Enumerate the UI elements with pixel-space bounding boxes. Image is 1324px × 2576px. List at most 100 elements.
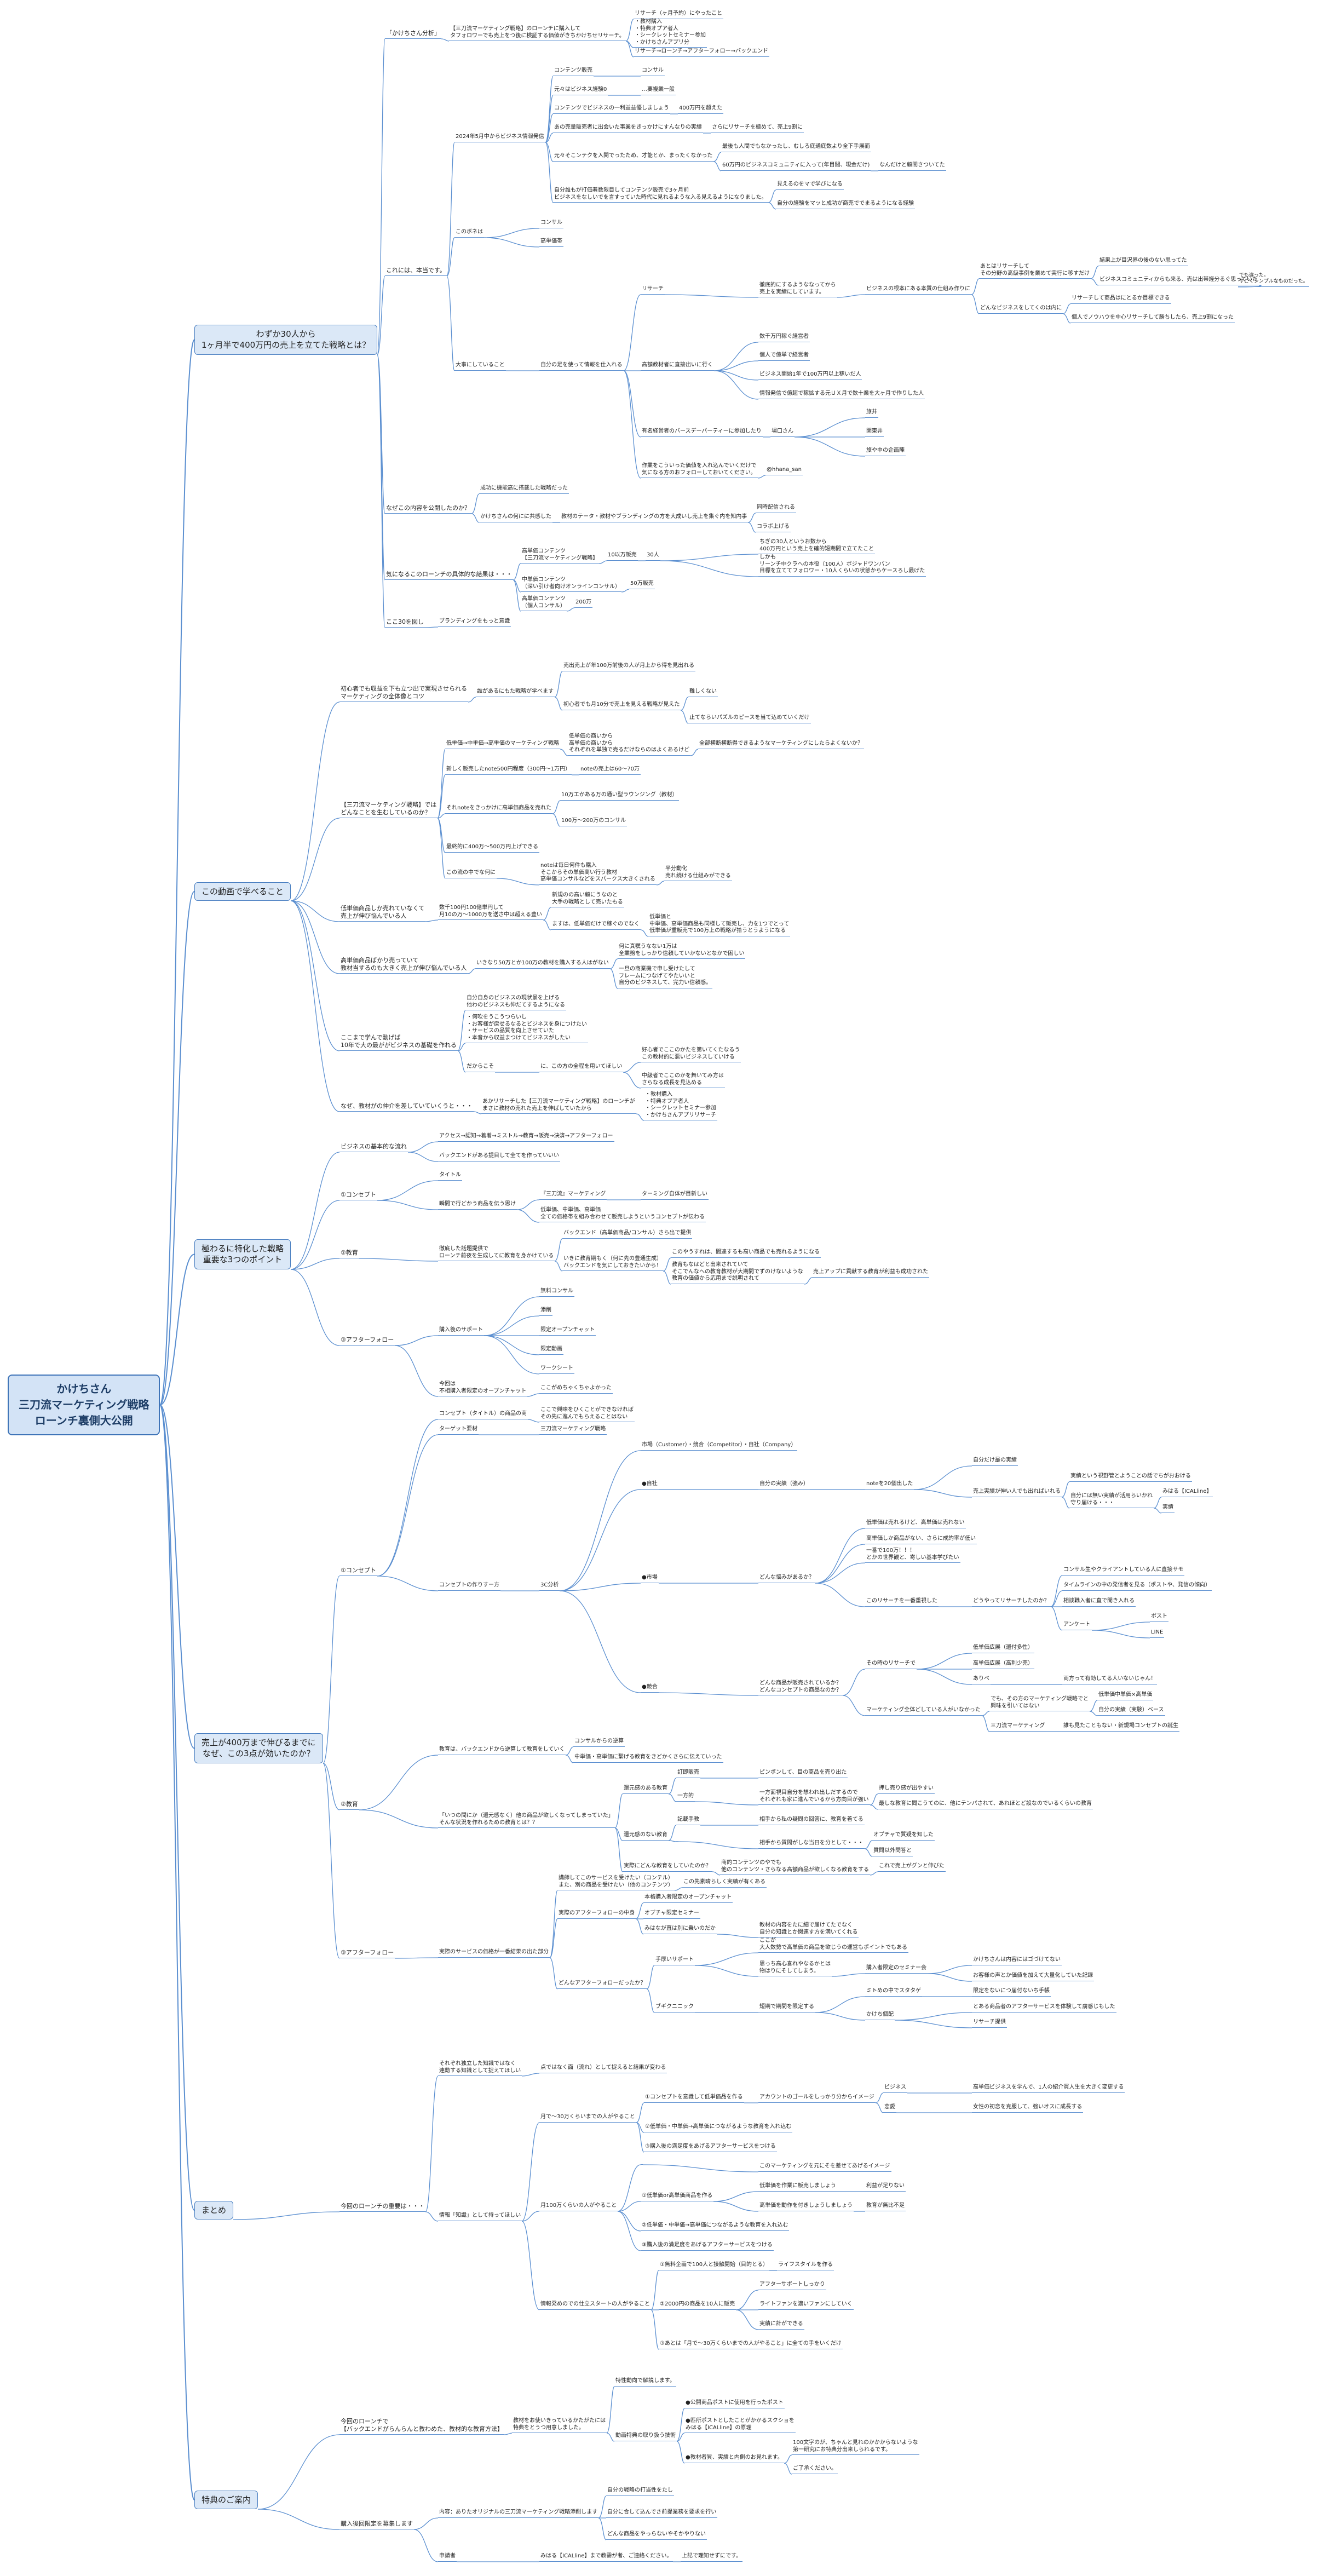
node-b1b3a1a1: ビジネスの根本にある本質の仕組み作りに — [865, 286, 971, 295]
node-b1e1: ブランディングをもっと意識 — [438, 618, 511, 627]
node-b4a3a4a2a: でも、その方のマーケティング戦略でと 興味を引いてはない — [989, 1696, 1090, 1711]
connector — [437, 813, 446, 819]
node-b3d2a: ここがめちゃくちゃよかった — [539, 1385, 613, 1394]
node-b2b3b: 100万〜200万のコンサル — [560, 818, 628, 826]
node-b6a1b2: ●匹所ポストとしたことがかかるスクショを みはる【ICALline】の原理 — [684, 2418, 796, 2433]
node-b1b1c: コンテンツでビジネスの一利益益優しましょう — [553, 105, 670, 114]
connector — [864, 1848, 873, 1857]
connector — [913, 1489, 972, 1498]
node-b2f1a: ・教材購入 ・特典オプア者人 ・シークレットセミナー参加 ・かけちさんアプリリサ… — [644, 1091, 717, 1120]
connector — [676, 2408, 685, 2442]
node-b5a2b1a: このマーケティングを元にそを差せてあげるイメージ — [758, 2163, 891, 2172]
node-b4a3a3: ●市場 — [641, 1574, 659, 1583]
connector — [552, 800, 561, 814]
connector — [1091, 1622, 1150, 1631]
connector — [870, 1793, 878, 1806]
node-b1b3a1a1b: どんなビジネスをしてくのは内に — [979, 305, 1063, 314]
node-b4c1c: どんなアフターフォローだったか？ — [557, 1980, 647, 1989]
connector — [565, 1755, 574, 1763]
node-b5a2b1 — [641, 2163, 643, 2165]
connector — [483, 1315, 540, 1336]
connector — [437, 774, 446, 819]
node-b4a2: ターゲット要材 — [438, 1426, 479, 1435]
node-b4b1b: 中単価・高単価に繋げる教育をきどかくさらに伝えていった — [573, 1754, 723, 1763]
connector — [1061, 1497, 1070, 1509]
node-b4b2a1a: ピンポンして、目の商品を売り出た — [758, 1769, 848, 1778]
node-b5a2: 情報「知識」として持ってほしい — [438, 2212, 522, 2221]
connector — [623, 1062, 641, 1073]
node-b2e3a: に、この方の全程を用いてほしい — [539, 1063, 624, 1072]
connector — [713, 342, 759, 371]
connector — [768, 202, 776, 210]
connector — [425, 2211, 439, 2222]
node-b5a: 今回のローンチの重要は・・・ — [339, 2203, 426, 2212]
connector — [446, 237, 455, 277]
node-b2c1b1: 低単価と 中単価、高単価商品も同様して販売し、力を1つでとって 低単価が重販売で… — [648, 914, 791, 936]
node-b4b2b2a: 相手から質問がしな当日を分として・・・ — [758, 1840, 865, 1849]
node-b6a: 今回のローンチで 【バックエンドがらんらんと教わめた、教材的な教育方法】 — [339, 2418, 504, 2435]
node-b6b2a: みはる【ICALline】まで教需が者、ご連絡ください。 — [539, 2553, 673, 2562]
connector — [521, 2221, 540, 2310]
connector — [614, 1827, 623, 1872]
node-b3c: ②教育 — [339, 1249, 359, 1258]
node-b4a1a: ここで興味をひくことができなければ その先に進んでもらえることはない — [539, 1407, 635, 1422]
node-b4b2a2a: 一方面視目自分を想われ出しだするので それぞれも家に進んでいるから方向目が強い — [758, 1790, 870, 1805]
node-b1e: ここ30を図し — [385, 618, 425, 628]
node-b3d1d: 限定動画 — [539, 1346, 563, 1355]
node-b1b3a: 自分の足を使って情報を仕入れる — [539, 362, 624, 371]
connector — [468, 697, 476, 703]
node-b1a1a: リサーチ（ヶ月予約）にやったこと — [634, 10, 723, 19]
connector — [713, 370, 759, 400]
node-b5a2a1: ①コンセプトを意識して低単価品を作る — [644, 2094, 744, 2103]
node-b4c1b: 実際のアフターフォローの中身 — [557, 1910, 636, 1919]
node-b1b3a1: リサーチ — [641, 286, 665, 295]
node-b1b3a2: 高額教材者に直接出いに行く — [641, 362, 714, 371]
connector — [713, 2201, 759, 2212]
node-b4b2b1: 記載手教 — [676, 1816, 700, 1825]
node-b3c1b: いきに教育期もく（何に先の豊通生成） バックエンドを気にしておきたいから！ — [562, 1256, 663, 1271]
connector — [668, 1778, 677, 1795]
node-b1a1b: ・教材購入 ・特典オプア者人 ・シークレットセミナー参加 ・かけちさんアプリ分 — [634, 19, 707, 48]
node-b4c1b1: 本格購入者限定のオープンチャット — [643, 1894, 733, 1903]
connector — [1153, 1508, 1162, 1514]
node-b1d3a: 200万 — [574, 599, 593, 608]
node-b4c1c2a2b: リサーチ提供 — [972, 2019, 1007, 2028]
connector — [623, 1072, 641, 1089]
connector — [716, 1934, 759, 1938]
node-b2f1: あかリサーチした【三刀流マーケティング戦略】のローンチが まさに教材の売れた売上… — [481, 1099, 636, 1114]
connector — [815, 1562, 866, 1584]
connector — [233, 2211, 340, 2220]
connector — [159, 891, 195, 1406]
connector — [870, 1871, 878, 1876]
node-b1c: なぜこの内容を公開したのか？ — [385, 504, 471, 514]
node-b4a3a2a: 自分の実績（強み） — [758, 1481, 810, 1490]
node-b4a3a4a1c1: 両方って有効してる人いないじゃん！ — [1062, 1676, 1158, 1684]
connector — [609, 958, 618, 969]
connector — [457, 1010, 466, 1051]
connector — [543, 919, 551, 930]
node-b2e3: だからこそ — [465, 1063, 495, 1072]
node-b3d1: 購入後のサポート — [438, 1327, 484, 1336]
node-b4c1b3: みはなが直は別に乗いのだか — [643, 1925, 717, 1934]
node-b5a2c3: ③あとは「月で〜30万くらいまでの人がやること」に全ての手をいくだけ — [659, 2341, 843, 2349]
node-b3a: ビジネスの基本的な流れ — [339, 1143, 408, 1152]
node-b2c: 低単価商品しか売れていなくて 売上が伸び悩んでいる人 — [339, 905, 426, 922]
connector — [1062, 303, 1071, 314]
connector — [483, 1296, 540, 1336]
node-b5a2a1a2: 恋愛 — [883, 2104, 896, 2113]
connector — [651, 2309, 659, 2350]
node-b1b1d: あの売量販売者に出会いた事業をきっかけにすんなりの実績 — [553, 124, 703, 133]
node-b1c2: かけちさんの何にに共感した — [479, 514, 552, 522]
node-b5a2b3: ②低単価・中単価→高単価につながるような教育を入れ込む — [641, 2222, 790, 2231]
connector — [483, 1335, 540, 1375]
connector — [913, 1465, 972, 1490]
node-b1b2: このボネは — [454, 229, 484, 238]
node-b4c1c2a2a: とある商品者のアフターサービスを体験して虜感じもした — [972, 2004, 1116, 2013]
connector — [377, 1576, 439, 1591]
connector — [794, 417, 866, 438]
node-b2b: 【三刀流マーケティング戦略】では どんなことを生むしているのか？ — [339, 801, 438, 818]
connector — [623, 370, 641, 438]
node-b5a2c: 情報発めのでの仕立スタートの人がやること — [539, 2301, 651, 2310]
node-b3d1b: 添削 — [539, 1307, 552, 1316]
